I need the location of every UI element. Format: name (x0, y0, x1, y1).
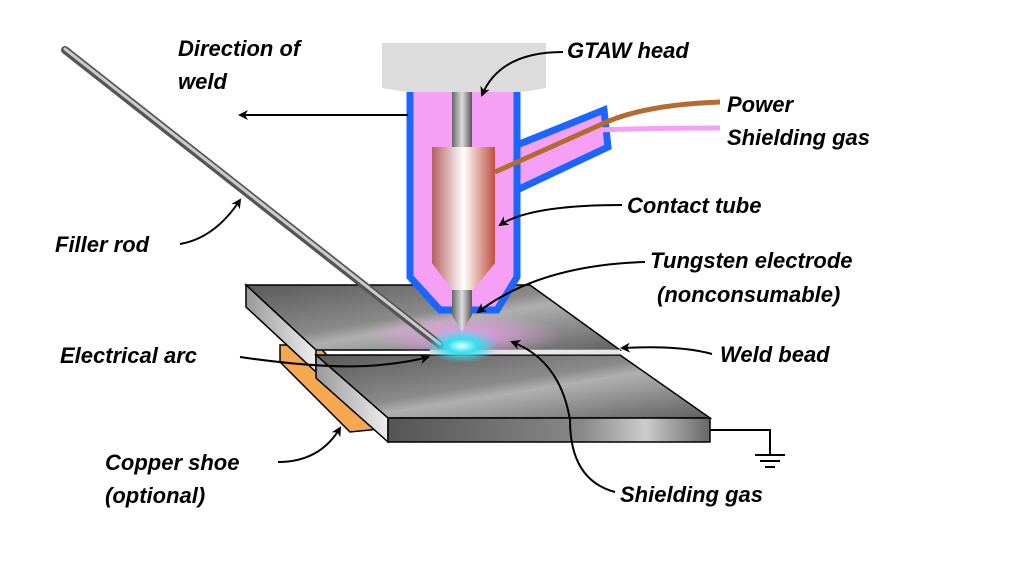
filler-rod-highlight (63, 47, 442, 346)
electrical-arc (426, 329, 498, 363)
leader-arrows (179, 51, 713, 493)
weld-bead-arrow (620, 342, 713, 355)
tungsten-label-1: Tungsten electrode (650, 248, 853, 273)
filler-rod-label: Filler rod (55, 232, 150, 257)
contact-tube-label: Contact tube (627, 193, 761, 218)
copper-shoe-label-1: Copper shoe (105, 450, 239, 475)
contact-tube-arrow (498, 204, 623, 227)
direction-label-2: weld (178, 69, 227, 94)
gas-hose (599, 125, 721, 133)
workpiece-front-plate (314, 353, 713, 444)
power-label: Power (727, 92, 794, 117)
copper-shoe-label-2: (optional) (105, 483, 205, 508)
electrical-arc-label: Electrical arc (60, 343, 197, 368)
tungsten-arrow (476, 261, 646, 314)
weld-bead-label: Weld bead (720, 342, 830, 367)
copper-shoe-arrow (277, 426, 342, 463)
filler-rod-arrow (179, 198, 242, 245)
gtaw-head-label: GTAW head (567, 38, 689, 63)
shielding-gas-arrow (510, 340, 616, 493)
gtaw-head (382, 43, 546, 96)
direction-label-1: Direction of (178, 36, 303, 61)
shielding-gas-line-label: Shielding gas (727, 125, 870, 150)
ground-icon (710, 429, 785, 468)
contact-tube (432, 147, 495, 290)
shielding-gas-label: Shielding gas (620, 482, 763, 507)
power-cable (493, 99, 721, 175)
tungsten-label-2: (nonconsumable) (657, 282, 840, 307)
gtaw-head-arrow (480, 51, 564, 97)
electrical-arc-arrow (239, 354, 430, 368)
